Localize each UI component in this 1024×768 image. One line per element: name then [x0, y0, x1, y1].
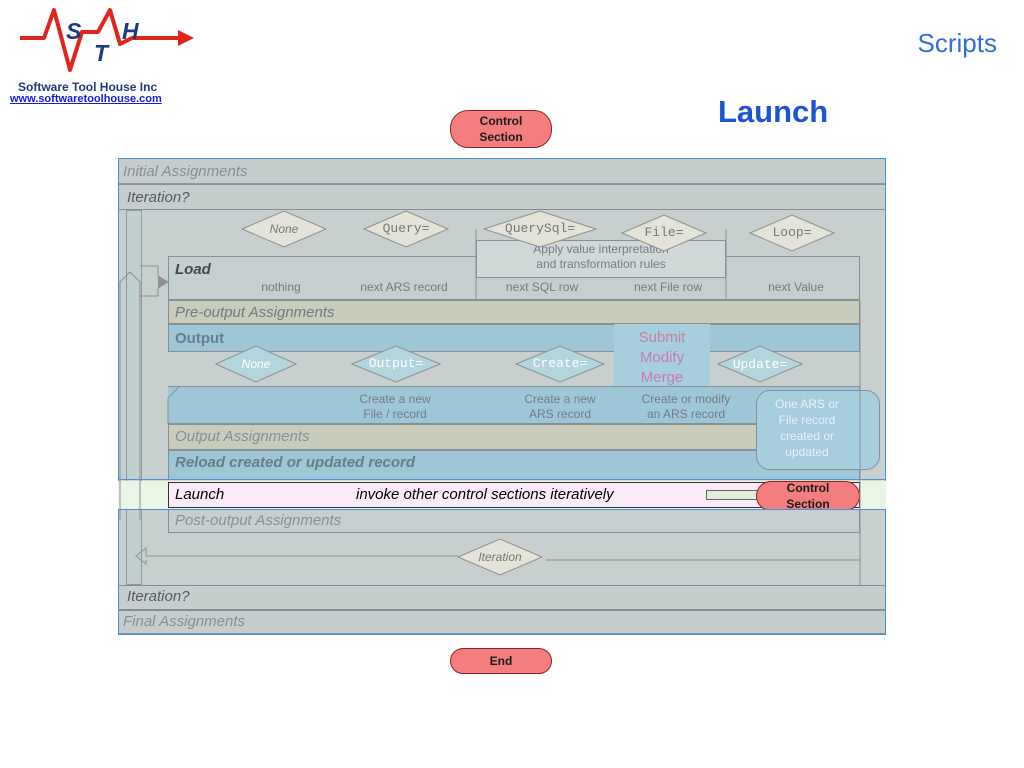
company-url-link[interactable]: www.softwaretoolhouse.com: [10, 93, 162, 105]
load-label: Load: [175, 261, 211, 278]
diamond-update-label: Update=: [732, 357, 788, 372]
launch-label: Launch: [175, 486, 225, 503]
output-assignments-label: Output Assignments: [175, 428, 310, 445]
submit-actions-box: [614, 324, 710, 386]
result-record-box: [756, 390, 880, 470]
reload-label: Reload created or updated record: [175, 454, 416, 471]
apply-rules-box: [476, 240, 726, 278]
sth-logo: S T H: [20, 8, 194, 72]
final-assignments-label: Final Assignments: [123, 613, 245, 630]
diamond-output-label: Output=: [368, 356, 424, 371]
output-band: [168, 324, 860, 352]
load-source-sql: next SQL row: [505, 280, 579, 294]
iteration-top-label: Iteration?: [127, 189, 190, 206]
diamond-none: [240, 210, 328, 248]
final-assignments-band: [118, 610, 886, 634]
iteration-bottom-label: Iteration?: [127, 588, 190, 605]
output-label: Output: [175, 330, 225, 347]
submit-actions-text: Submit Modify Merge: [638, 329, 686, 386]
svg-text:S: S: [66, 18, 82, 44]
diamond-iteration-label: Iteration: [478, 550, 522, 564]
launch-description: invoke other control sections iterativel…: [356, 486, 614, 503]
company-name: Software Tool House Inc: [18, 80, 158, 94]
diamond-querysql-label: QuerySql=: [504, 221, 576, 236]
diamond-query: [362, 210, 450, 248]
output-assignments-band: [168, 424, 860, 450]
diamond-update: [716, 345, 804, 383]
diamond-querysql: [482, 210, 598, 248]
section-title: Scripts: [917, 28, 997, 58]
page-title: Launch: [718, 94, 829, 129]
load-source-ars: next ARS record: [360, 280, 448, 294]
result-record-note: One ARS or File record created or update…: [774, 397, 840, 459]
control-section-start-pill: Control Section: [450, 110, 552, 148]
diamond-output: [350, 345, 442, 383]
output-note-file: Create a new File / record: [359, 392, 431, 421]
output-note-modify: Create or modify an ARS record: [641, 392, 731, 421]
diamond-file-label: File=: [644, 225, 684, 240]
diamond-iteration: [456, 538, 544, 576]
postoutput-label: Post-output Assignments: [175, 512, 342, 529]
load-source-file: next File row: [633, 280, 703, 294]
load-source-nothing: nothing: [261, 280, 301, 294]
postoutput-band: [168, 509, 860, 533]
preoutput-band: [168, 300, 860, 324]
preoutput-label: Pre-output Assignments: [175, 304, 335, 321]
diamond-out-none: [214, 345, 298, 383]
initial-assignments-label: Initial Assignments: [123, 163, 248, 180]
diamond-none-label: None: [269, 222, 299, 236]
diamond-create-label: Create=: [532, 356, 588, 371]
output-note-ars: Create a new ARS record: [524, 392, 596, 421]
diamond-loop: [748, 214, 836, 252]
output-actions-area: [168, 386, 860, 424]
apply-rules-note: Apply value interpretation and transform…: [533, 242, 669, 271]
end-pill: End: [450, 648, 552, 674]
initial-assignments-band: [118, 158, 886, 184]
diamond-file: [620, 214, 708, 252]
svg-text:H: H: [122, 18, 139, 44]
output-actions-notch: [167, 385, 180, 424]
diamond-loop-label: Loop=: [772, 225, 812, 240]
diamond-query-label: Query=: [382, 221, 430, 236]
diamond-out-none-label: None: [241, 357, 271, 371]
diamond-create: [514, 345, 606, 383]
iteration-bottom-band: [118, 585, 886, 610]
upper-overlay: [118, 158, 886, 480]
svg-text:T: T: [94, 40, 110, 66]
load-source-value: next Value: [768, 280, 824, 294]
